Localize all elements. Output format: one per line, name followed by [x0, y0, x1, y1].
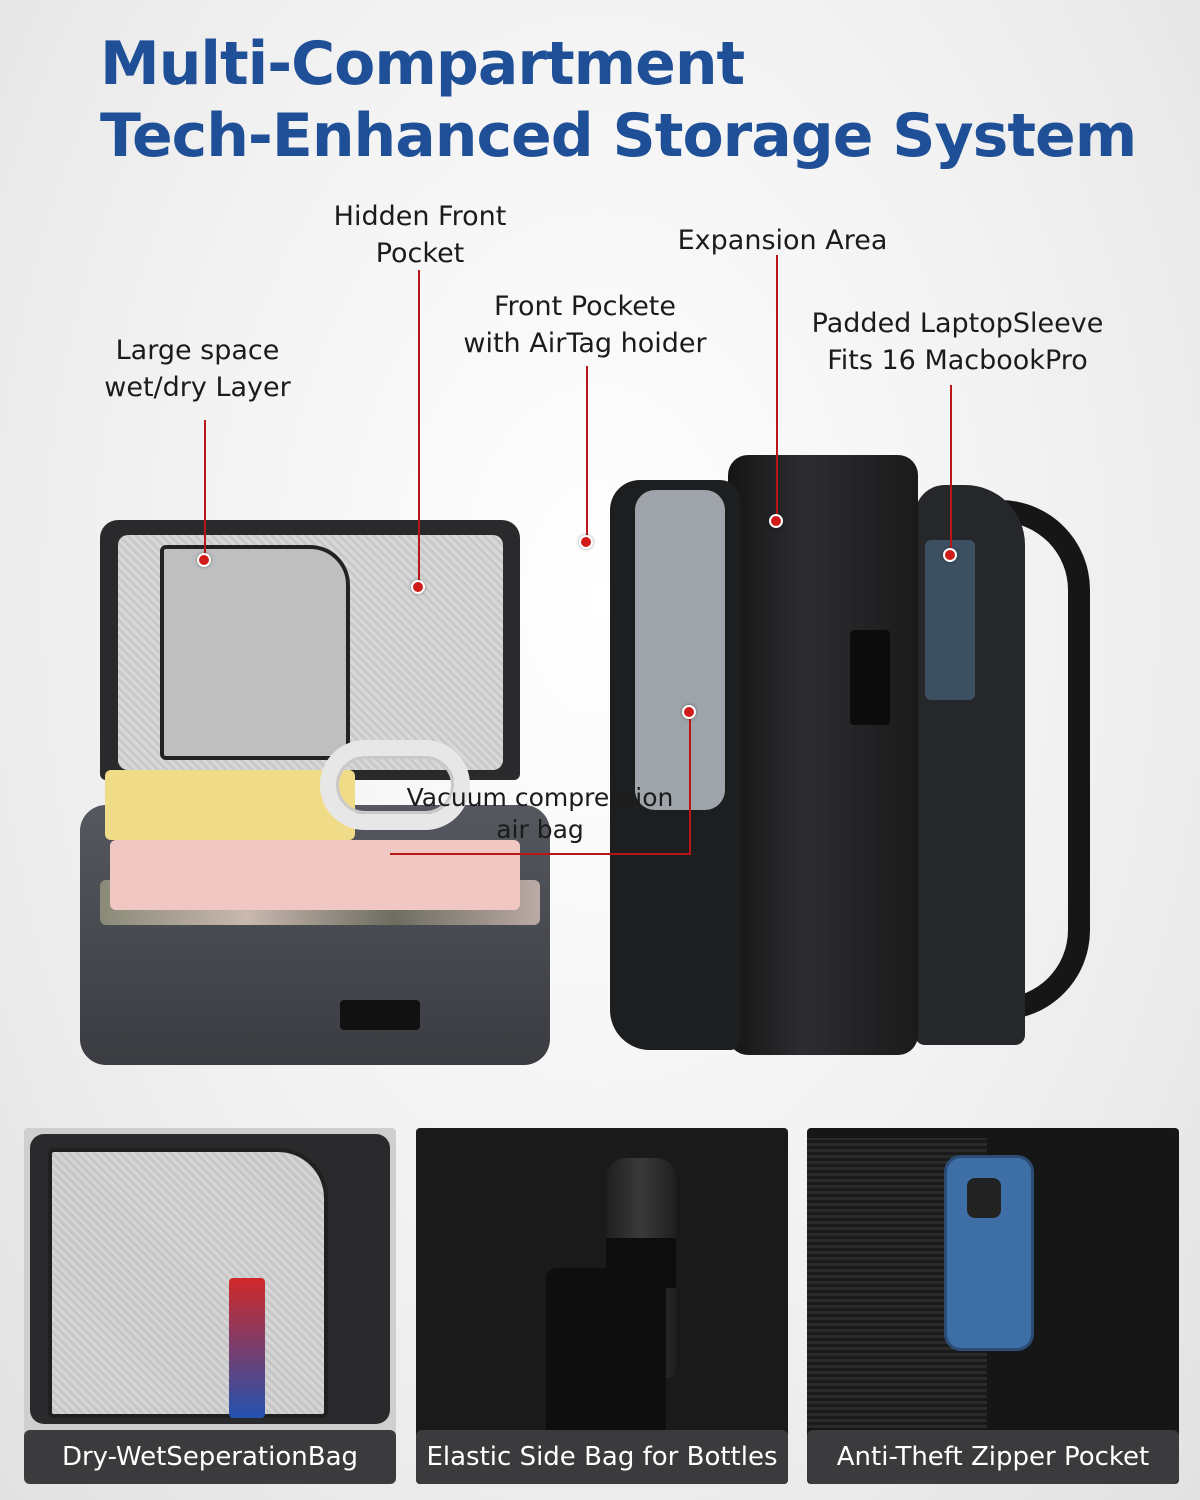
- callout-large-space: Large space wet/dry Layer: [104, 335, 291, 403]
- panel-anti-theft-pocket: Anti-Theft Zipper Pocket: [807, 1128, 1179, 1484]
- leader-vacuum-bag-vertical: [689, 712, 691, 855]
- leader-front-pocket-airtag: [586, 366, 588, 541]
- expansion-compartment: [728, 455, 918, 1055]
- pink-garment: [110, 840, 520, 910]
- title-line-1: Multi-Compartment: [100, 29, 745, 99]
- leader-vacuum-bag-horizontal: [390, 853, 691, 855]
- marker-padded-sleeve: [943, 548, 957, 562]
- callout-front-pocket-airtag: Front Pockete with AirTag hoider: [463, 291, 707, 359]
- leader-large-space: [204, 420, 206, 560]
- title-line-2: Tech-Enhanced Storage System: [100, 101, 1137, 171]
- panel-label: Dry-WetSeperationBag: [24, 1430, 396, 1484]
- tsa-lock-icon: [850, 630, 890, 725]
- mesh-pocket: [160, 545, 350, 760]
- panel-dry-wet-bag: Dry-WetSeperationBag: [24, 1128, 396, 1484]
- marker-hidden-front-pocket: [411, 580, 425, 594]
- callout-expansion-area: Expansion Area: [677, 225, 888, 256]
- panel-label: Elastic Side Bag for Bottles: [416, 1430, 788, 1484]
- panel-label: Anti-Theft Zipper Pocket: [807, 1430, 1179, 1484]
- callout-padded-sleeve: Padded LaptopSleeve Fits 16 MacbookPro: [811, 308, 1104, 376]
- combination-lock-icon: [340, 1000, 420, 1030]
- camera-icon: [967, 1178, 1001, 1218]
- marker-large-space: [197, 553, 211, 567]
- marker-vacuum-bag: [682, 705, 696, 719]
- page-title: Multi-Compartment Tech-Enhanced Storage …: [100, 28, 1160, 172]
- leader-hidden-front-pocket: [418, 270, 420, 585]
- callout-hidden-front-pocket: Hidden Front Pocket: [333, 201, 507, 269]
- laptop-icon: [925, 540, 975, 700]
- callout-vacuum-bag: Vacuum compression air bag: [406, 783, 674, 844]
- leader-padded-sleeve: [950, 385, 952, 555]
- mesh-pocket: [48, 1148, 328, 1418]
- marker-expansion-area: [769, 514, 783, 528]
- yellow-garment: [105, 770, 355, 840]
- leader-expansion-area: [776, 255, 778, 520]
- panel-elastic-side-bag: Elastic Side Bag for Bottles: [416, 1128, 788, 1484]
- toothpaste-icon: [229, 1278, 265, 1418]
- front-pocket-lining: [635, 490, 725, 810]
- elastic-pocket: [546, 1268, 666, 1438]
- marker-front-pocket-airtag: [579, 535, 593, 549]
